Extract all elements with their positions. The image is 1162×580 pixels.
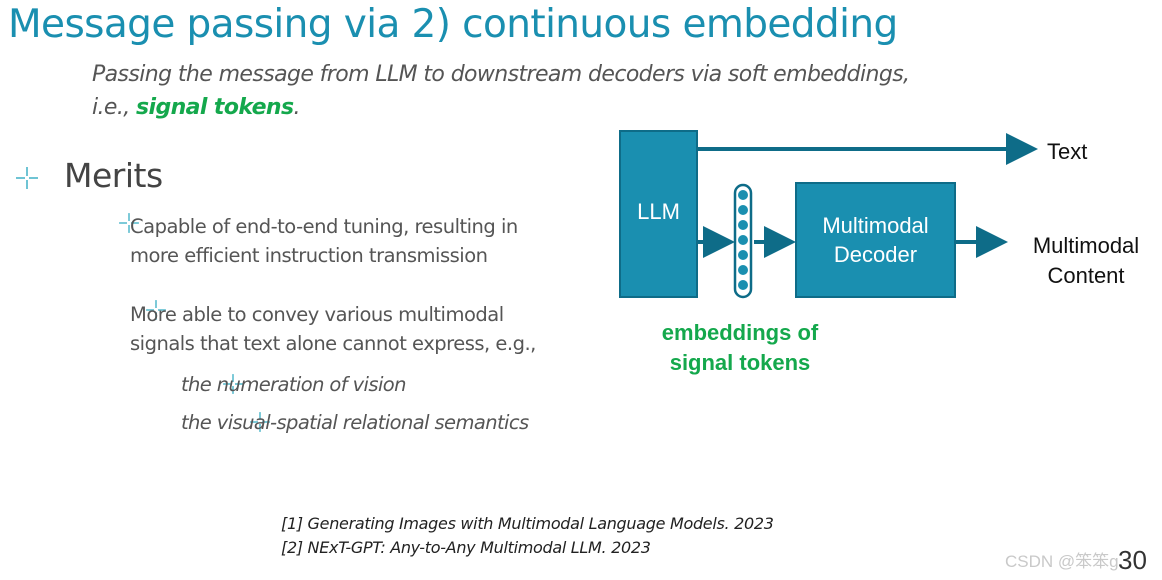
bullet-icon: [119, 213, 140, 233]
bullet-multimodal-signals: More able to convey various multimodal s…: [130, 303, 536, 355]
embedding-dot: [738, 220, 748, 230]
subbullet-numeration: the numeration of vision: [181, 373, 406, 396]
subtitle-line-1: Passing the message from LLM to downstre…: [92, 62, 910, 87]
subbullet-visual-spatial: the visual-spatial relational semantics: [181, 411, 529, 434]
reference-1: [1] Generating Images with Multimodal La…: [281, 514, 774, 533]
subtitle-suffix: .: [293, 95, 300, 120]
embedding-dot: [738, 265, 748, 275]
slide-title: Message passing via 2) continuous embedd…: [8, 2, 898, 47]
embedding-dot: [738, 235, 748, 245]
embedding-dot: [738, 280, 748, 290]
subtitle-line-2: i.e., signal tokens.: [92, 91, 909, 124]
subtitle-prefix: i.e.,: [92, 95, 137, 120]
embedding-dot: [738, 250, 748, 260]
merits-bullet-icon: [16, 167, 38, 189]
multimodal-decoder-box: Multimodal Decoder: [795, 182, 956, 298]
output-multimodal-content-label: Multimodal Content: [1032, 233, 1140, 288]
merits-heading: Merits: [64, 156, 163, 195]
decoder-label: Multimodal Decoder: [822, 213, 929, 267]
embedding-dot: [738, 205, 748, 215]
bullet-icon: [146, 300, 166, 320]
llm-box: LLM: [619, 130, 698, 298]
slide-subtitle: Passing the message from LLM to downstre…: [92, 58, 910, 124]
watermark: CSDN @笨笨g: [1005, 552, 1119, 571]
reference-2: [2] NExT-GPT: Any-to-Any Multimodal LLM.…: [281, 538, 651, 557]
embeddings-label: embeddings of signal tokens: [661, 320, 819, 375]
subbullet-icon: [223, 374, 244, 394]
embedding-dot: [738, 190, 748, 200]
llm-label: LLM: [637, 199, 680, 224]
subbullet-icon: [249, 412, 270, 432]
page-number: 30: [1118, 545, 1147, 575]
signal-tokens-highlight: signal tokens: [136, 95, 294, 120]
bullet-end-to-end: Capable of end-to-end tuning, resulting …: [130, 215, 518, 267]
output-text-label: Text: [1047, 139, 1088, 164]
